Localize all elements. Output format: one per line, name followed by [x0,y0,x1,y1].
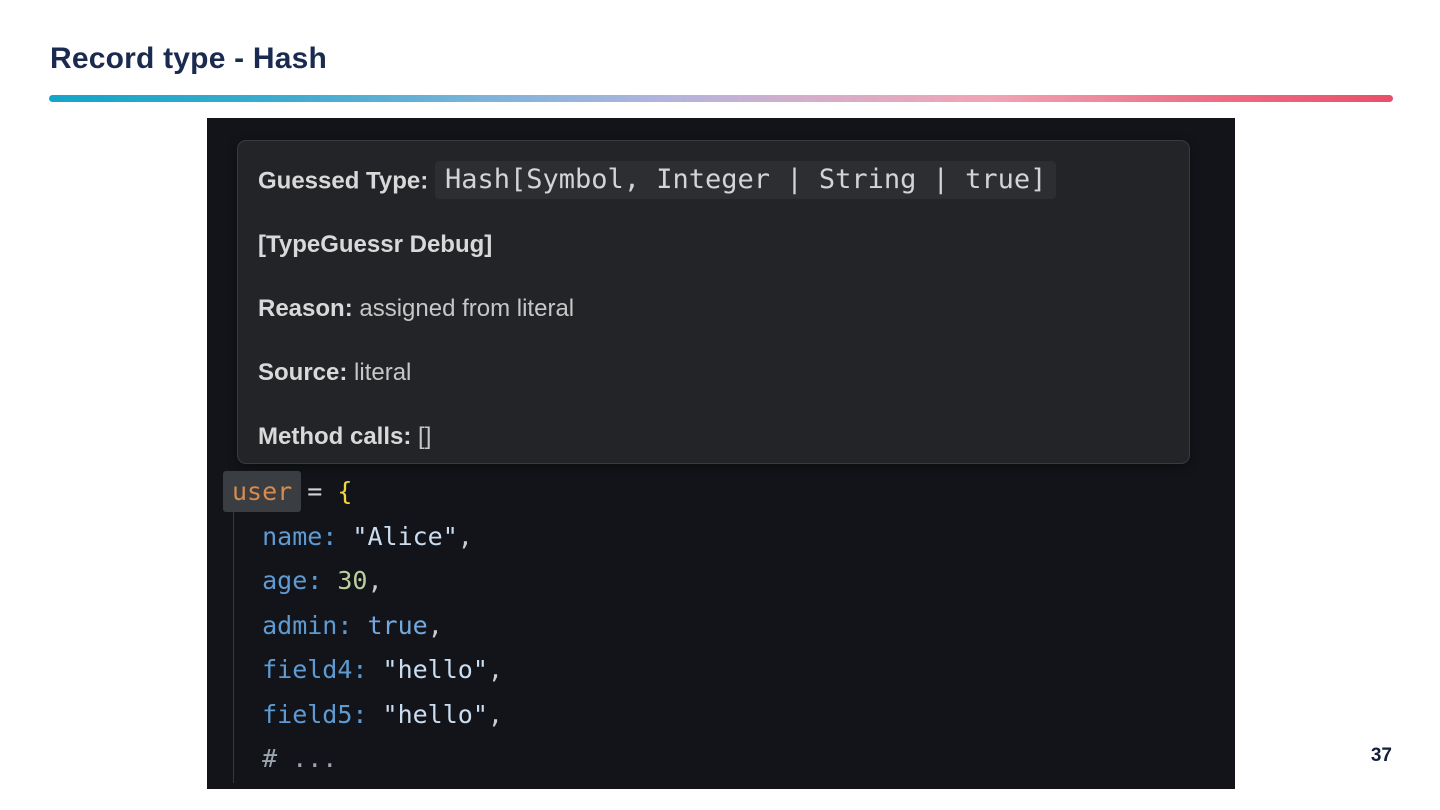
hovered-symbol-user[interactable]: user [223,471,302,512]
typeguessr-debug-header: [TypeGuessr Debug] [258,229,1169,261]
hash-key-field5: field5: [232,699,368,729]
debug-header-label: [TypeGuessr Debug] [258,231,493,258]
source-row: Source: literal [258,357,1169,389]
guessed-type-row: Guessed Type: Hash[Symbol, Integer | Str… [258,161,1169,199]
hash-key-name: name: [232,521,338,551]
guessed-type-value: Hash[Symbol, Integer | String | true] [434,161,1057,199]
open-brace: { [337,477,353,506]
guessed-type-label: Guessed Type: [258,167,429,195]
page-title: Record type - Hash [50,42,327,75]
reason-value: assigned from literal [359,295,575,322]
code-line-ellipsis-comment: # ... [232,737,1235,782]
code-line-field5: field5: "hello", [232,693,1235,738]
source-label: Source: [258,359,348,386]
hash-key-age: age: [232,566,323,595]
comment-ellipsis: # ... [232,744,338,773]
source-value: literal [354,359,412,386]
indent-guide-line [233,512,234,783]
title-accent-divider [49,95,1393,102]
string-value: "hello" [382,699,488,729]
hash-key-field4: field4: [232,655,368,684]
operator-equals: = [292,477,338,506]
string-value: "hello" [382,655,488,684]
boolean-value: true [367,610,428,640]
comma: , [427,610,443,640]
code-line-user-assignment: user = { [223,470,1235,515]
code-block: user = { name: "Alice", age: 30, admin: … [207,470,1235,789]
string-value: "Alice" [352,521,458,551]
number-value: 30 [337,566,368,595]
hash-key-admin: admin: [232,610,353,640]
comma: , [367,566,383,595]
comma: , [487,699,503,729]
page-number: 37 [1370,745,1392,766]
reason-row: Reason: assigned from literal [258,293,1169,325]
code-editor-screenshot: Guessed Type: Hash[Symbol, Integer | Str… [207,118,1235,789]
type-hover-tooltip: Guessed Type: Hash[Symbol, Integer | Str… [237,140,1190,464]
method-calls-row: Method calls: [] [258,421,1169,453]
comma: , [457,521,473,551]
method-calls-value: [] [418,423,432,450]
code-line-age: age: 30, [232,559,1235,604]
code-line-field4: field4: "hello", [232,648,1235,693]
code-line-admin: admin: true, [232,604,1235,649]
reason-label: Reason: [258,295,353,322]
method-calls-label: Method calls: [258,423,412,450]
code-line-name: name: "Alice", [232,515,1235,560]
comma: , [487,655,503,684]
